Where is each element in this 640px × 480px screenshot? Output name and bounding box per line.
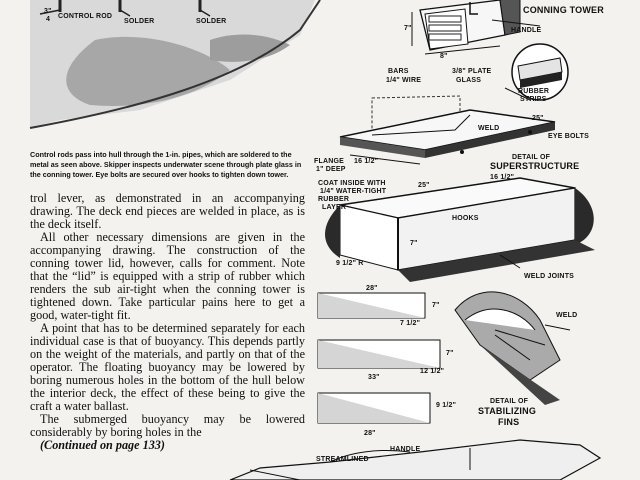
hull-drawing (325, 177, 595, 282)
label-detail-of-fins: DETAIL OF (490, 398, 529, 405)
figure-caption: Control rods pass into hull through the … (30, 150, 302, 179)
label-solder-2: SOLDER (196, 18, 227, 25)
label-control-rod-frac: 3" (44, 8, 52, 15)
label-coat-inside-4: LAYER (322, 204, 347, 211)
label-dim-9-half-r: 9 1/2" R (336, 260, 364, 267)
label-rubber: RUBBER (518, 88, 550, 95)
label-dim-7-b: 7" (446, 350, 454, 357)
label-dim-16-half-mid: 16 1/2" (490, 174, 515, 181)
label-dim-7-mid: 7" (410, 240, 418, 247)
paragraph-1: trol lever, as demonstrated in an accomp… (30, 191, 305, 231)
sub-bottom-drawing (229, 439, 602, 480)
label-streamlined: STREAMLINED (316, 456, 369, 463)
label-coat-inside-2: 1/4" WATER-TIGHT (320, 188, 387, 195)
label-dim-28-a: 28" (366, 285, 378, 292)
paragraph-4: The submerged buoyancy may be lowered co… (30, 412, 305, 439)
label-fins: FINS (498, 417, 520, 427)
label-flange-deep: 1" DEEP (316, 166, 346, 173)
label-detail-of: DETAIL OF (512, 154, 551, 161)
label-glass: GLASS (456, 77, 482, 84)
label-coat-inside-3: RUBBER (318, 196, 350, 203)
label-bars: BARS (388, 68, 409, 75)
label-dim-9-half: 9 1/2" (436, 402, 457, 409)
label-control-rod-denom: 4 (46, 16, 51, 23)
label-control-rod: CONTROL ROD (58, 13, 113, 20)
label-superstructure: SUPERSTRUCTURE (490, 161, 580, 171)
label-flange: FLANGE (314, 158, 344, 165)
label-dim-25-mid: 25" (418, 182, 430, 189)
label-weld-joints: WELD JOINTS (524, 273, 575, 280)
paragraph-3: A point that has to be determined separa… (30, 321, 305, 413)
label-eye-bolts: EYE BOLTS (548, 133, 589, 140)
label-hooks: HOOKS (452, 215, 479, 222)
continued-note: (Continued on page 133) (40, 438, 165, 452)
superstructure-drawing (339, 95, 556, 165)
label-strips: STRIPS (520, 96, 547, 103)
label-handle-bottom: HANDLE (390, 446, 421, 453)
label-stabilizing: STABILIZING (478, 406, 537, 416)
label-dim-7-half: 7 1/2" (400, 320, 421, 327)
label-plate: 3/8" PLATE (452, 68, 492, 75)
fins-drawing (317, 291, 571, 424)
photo-water-scene (20, 0, 321, 129)
label-dim-8: 8" (440, 53, 448, 60)
label-conning-tower: CONNING TOWER (523, 5, 604, 15)
label-handle-top: HANDLE (511, 27, 542, 34)
label-solder-1: SOLDER (124, 18, 155, 25)
label-dim-7: 7" (404, 25, 412, 32)
paragraph-2: All other necessary dimensions are given… (30, 230, 305, 322)
label-dim-12-half: 12 1/2" (420, 368, 445, 375)
conning-tower-drawing (411, 0, 569, 101)
label-dim-25-top: 25" (532, 115, 544, 122)
label-weld-fin: WELD (556, 312, 578, 319)
label-dim-33: 33" (368, 374, 380, 381)
label-coat-inside: COAT INSIDE WITH (318, 180, 386, 187)
label-bars-wire: 1/4" WIRE (386, 77, 422, 84)
label-dim-28-b: 28" (364, 430, 376, 437)
label-dim-7-a: 7" (432, 302, 440, 309)
article-body: trol lever, as demonstrated in an accomp… (30, 192, 305, 452)
label-weld: WELD (478, 125, 500, 132)
label-dim-16-half: 16 1/2" (354, 158, 379, 165)
